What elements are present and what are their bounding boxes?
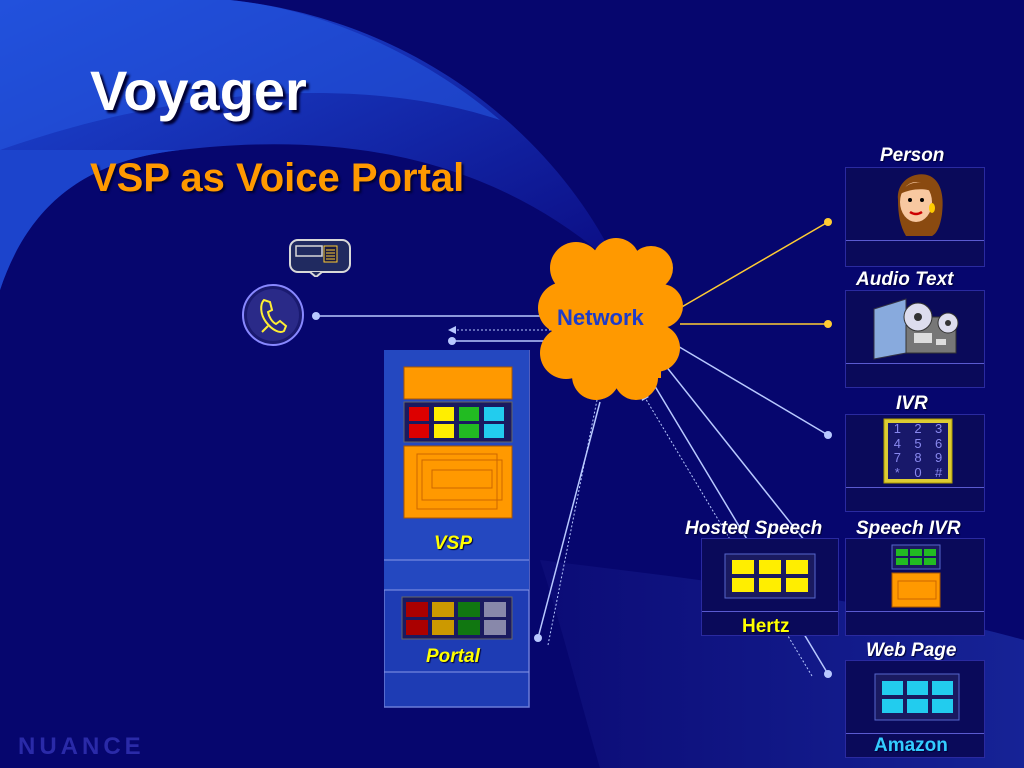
amazon-label: Amazon — [874, 735, 948, 756]
keypad-key: 4 — [893, 435, 901, 451]
person-icon — [897, 174, 943, 236]
server-blocks-icon — [874, 673, 960, 721]
phone-icon — [242, 284, 304, 346]
keypad-key: 5 — [914, 435, 922, 451]
hertz-label: Hertz — [742, 616, 790, 637]
keypad-key: 1 — [893, 421, 901, 436]
tape-recorder-icon — [873, 298, 959, 360]
hosted-speech-box: Hertz — [701, 538, 839, 637]
portal-label: Portal — [426, 646, 480, 667]
web-page-box: Amazon — [845, 660, 985, 758]
speech-ivr-label: Speech IVR — [856, 518, 961, 539]
nuance-logo: NUANCE — [18, 733, 145, 760]
hosted-speech-label: Hosted Speech — [685, 518, 823, 539]
keypad-key: * — [894, 464, 900, 480]
person-box — [845, 167, 985, 267]
keypad-key: 6 — [935, 435, 943, 451]
keypad-key: 0 — [914, 464, 922, 480]
keypad-icon — [883, 418, 953, 484]
keypad-key: # — [935, 464, 943, 480]
cloud-icon — [538, 238, 683, 400]
keypad-key: 3 — [935, 421, 943, 436]
web-page-label: Web Page — [866, 640, 957, 661]
network-label: Network — [557, 305, 644, 330]
slide-title: Voyager — [90, 59, 307, 122]
slide-subtitle: VSP as Voice Portal — [90, 156, 465, 200]
audio-text-label: Audio Text — [856, 269, 954, 290]
keypad-key: 8 — [914, 450, 922, 465]
server-stack — [384, 350, 530, 708]
vsp-label: VSP — [434, 533, 473, 554]
keypad-key: 9 — [935, 450, 943, 465]
ivr-label: IVR — [896, 393, 928, 414]
speech-ivr-box — [845, 538, 985, 636]
server-blocks-icon — [724, 553, 816, 599]
keypad-key: 2 — [914, 421, 922, 436]
server-pages-icon — [891, 544, 941, 608]
fax-icon — [289, 239, 351, 277]
person-label: Person — [880, 145, 945, 166]
keypad-key: 7 — [893, 450, 901, 465]
audio-text-box — [845, 290, 985, 388]
